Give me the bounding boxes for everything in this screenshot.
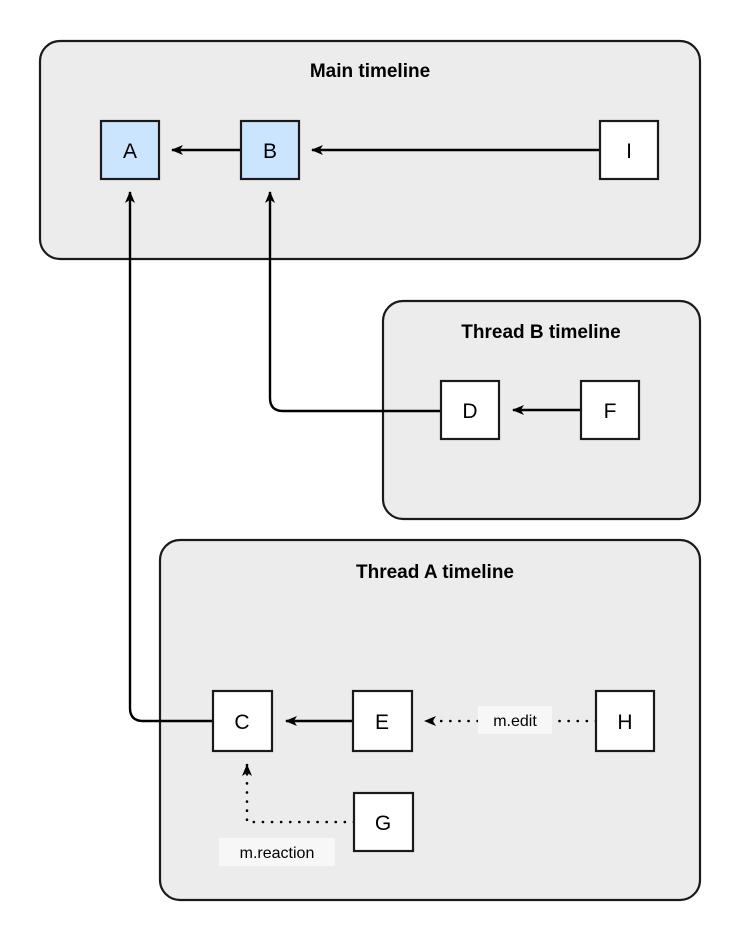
node-i-label: I [626,140,632,163]
node-h[interactable]: H [594,689,656,753]
group-main-timeline-title: Main timeline [310,61,430,82]
edge-label-m-reaction-text: m.reaction [240,845,315,862]
node-g-box[interactable] [352,791,415,853]
edge-c-to-a [125,191,213,723]
node-e-box[interactable] [351,689,414,753]
node-f-label: F [604,400,617,423]
node-e-label: E [375,711,389,734]
node-b-label: B [263,140,277,163]
group-thread-a-timeline-title: Thread A timeline [356,562,514,583]
node-f-box[interactable] [579,379,641,441]
node-i-box[interactable] [598,119,660,181]
edge-label-m-reaction: m.reaction [219,838,335,866]
node-i[interactable]: I [598,119,660,181]
node-c-box[interactable] [211,689,274,753]
node-d-box[interactable] [439,379,501,441]
node-g-label: G [375,812,391,835]
node-h-box[interactable] [594,689,656,753]
edge-d-to-b [265,191,441,413]
node-b[interactable]: B [239,119,301,181]
node-h-label: H [617,711,632,734]
node-f[interactable]: F [579,379,641,441]
edge-g-to-c [242,763,356,824]
node-a[interactable]: A [99,119,161,181]
edge-label-m-edit: m.edit [478,706,552,734]
node-c-label: C [234,711,249,734]
edge-label-m-edit-backdrop [478,706,552,734]
node-c[interactable]: C [211,689,274,753]
node-b-box[interactable] [239,119,301,181]
node-g[interactable]: G [352,791,415,853]
node-a-label: A [123,140,137,163]
group-thread-b-timeline-title: Thread B timeline [461,322,620,343]
node-e[interactable]: E [351,689,414,753]
node-a-box[interactable] [99,119,161,181]
node-d-label: D [462,400,477,423]
node-d[interactable]: D [439,379,501,441]
edge-label-m-reaction-backdrop [219,838,335,866]
edge-label-m-edit-text: m.edit [493,713,537,730]
